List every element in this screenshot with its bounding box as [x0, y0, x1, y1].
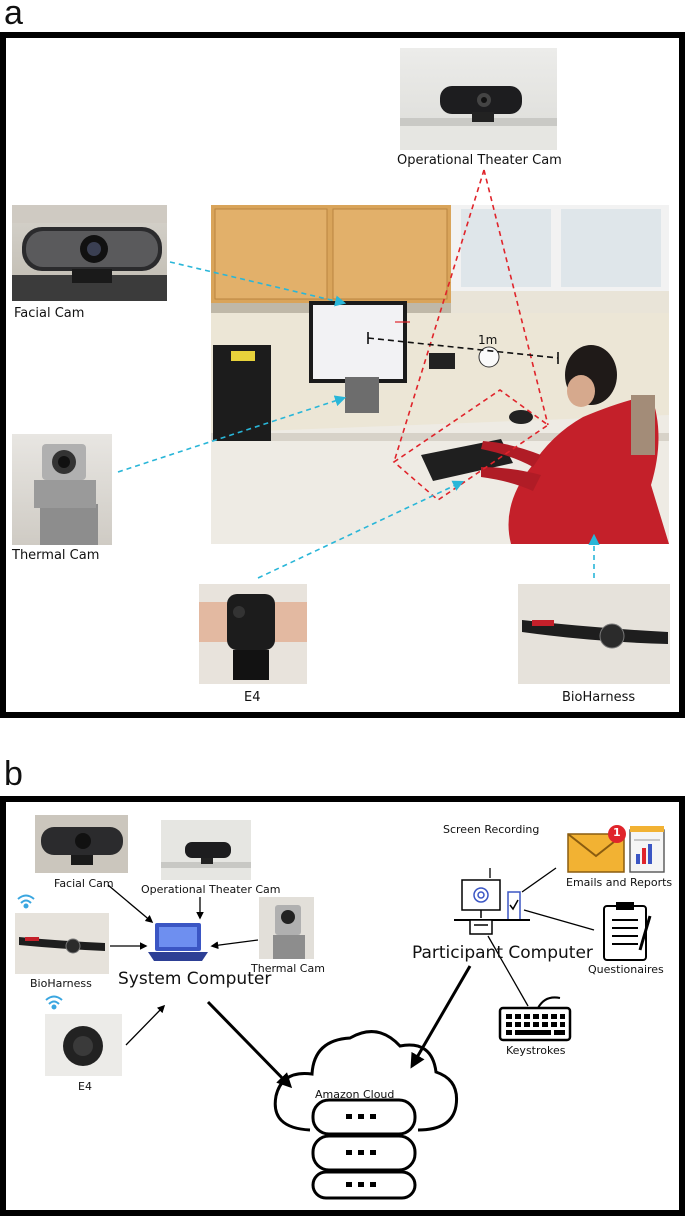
thermal-camera-icon — [273, 905, 305, 959]
panel-a-letter: a — [4, 0, 23, 32]
facial-cam-photo — [12, 205, 167, 301]
wifi-icon — [17, 894, 35, 909]
panel-a-annotations — [117, 169, 600, 579]
report-icon — [629, 826, 665, 873]
system-computer-label: System Computer — [118, 969, 272, 989]
bioharness-photo — [518, 584, 670, 684]
b-e4-label: E4 — [78, 1080, 92, 1093]
office-setup-photo — [211, 205, 669, 544]
laptop-icon — [148, 923, 208, 961]
wristband-icon — [199, 594, 307, 680]
e4-label: E4 — [244, 690, 261, 705]
notification-badge: 1 — [613, 826, 621, 839]
facial-cam-label: Facial Cam — [14, 306, 85, 321]
webcam-icon — [41, 827, 123, 865]
envelope-icon — [567, 825, 626, 873]
operational-theater-cam-label: Operational Theater Cam — [397, 153, 562, 168]
e4-photo — [199, 584, 307, 684]
keyboard-icon — [498, 996, 572, 1042]
b-thermal-cam-label: Thermal Cam — [251, 962, 325, 975]
emails-and-reports-label: Emails and Reports — [566, 876, 673, 889]
participant-computer-icon — [454, 879, 530, 935]
webcam-icon — [12, 205, 167, 301]
screen-recording-label: Screen Recording — [443, 823, 540, 836]
thermal-cam-photo — [12, 434, 112, 545]
participant-computer-label: Participant Computer — [412, 943, 593, 963]
b-facial-cam-photo — [35, 815, 128, 873]
b-bioharness-photo — [15, 913, 109, 974]
b-e4-photo — [45, 1014, 122, 1076]
operational-theater-cam-photo — [400, 48, 557, 150]
distance-label: 1m — [478, 333, 498, 347]
office-scene — [211, 205, 669, 544]
clipboard-icon — [603, 902, 652, 961]
database-dots — [346, 1114, 376, 1187]
questionaires-label: Questionaires — [588, 963, 664, 976]
cloud-icon — [273, 1030, 459, 1132]
thermal-camera-icon — [34, 444, 98, 545]
keystrokes-label: Keystrokes — [506, 1044, 566, 1057]
b-thermal-cam-photo — [259, 897, 314, 959]
webcam-icon — [161, 842, 251, 868]
b-operational-theater-cam-photo — [161, 820, 251, 880]
bioharness-label: BioHarness — [562, 690, 636, 705]
webcam-icon — [400, 86, 557, 150]
thermal-cam-label: Thermal Cam — [12, 548, 100, 563]
wifi-icon — [45, 995, 63, 1010]
amazon-cloud-label: Amazon Cloud — [315, 1088, 395, 1101]
b-operational-theater-cam-label: Operational Theater Cam — [141, 883, 281, 896]
b-bioharness-label: BioHarness — [30, 977, 92, 990]
b-facial-cam-label: Facial Cam — [54, 877, 114, 890]
wristband-icon — [63, 1026, 103, 1066]
chest-strap-icon — [19, 937, 105, 954]
chest-strap-icon — [522, 620, 668, 649]
panel-b-letter: b — [4, 755, 23, 793]
